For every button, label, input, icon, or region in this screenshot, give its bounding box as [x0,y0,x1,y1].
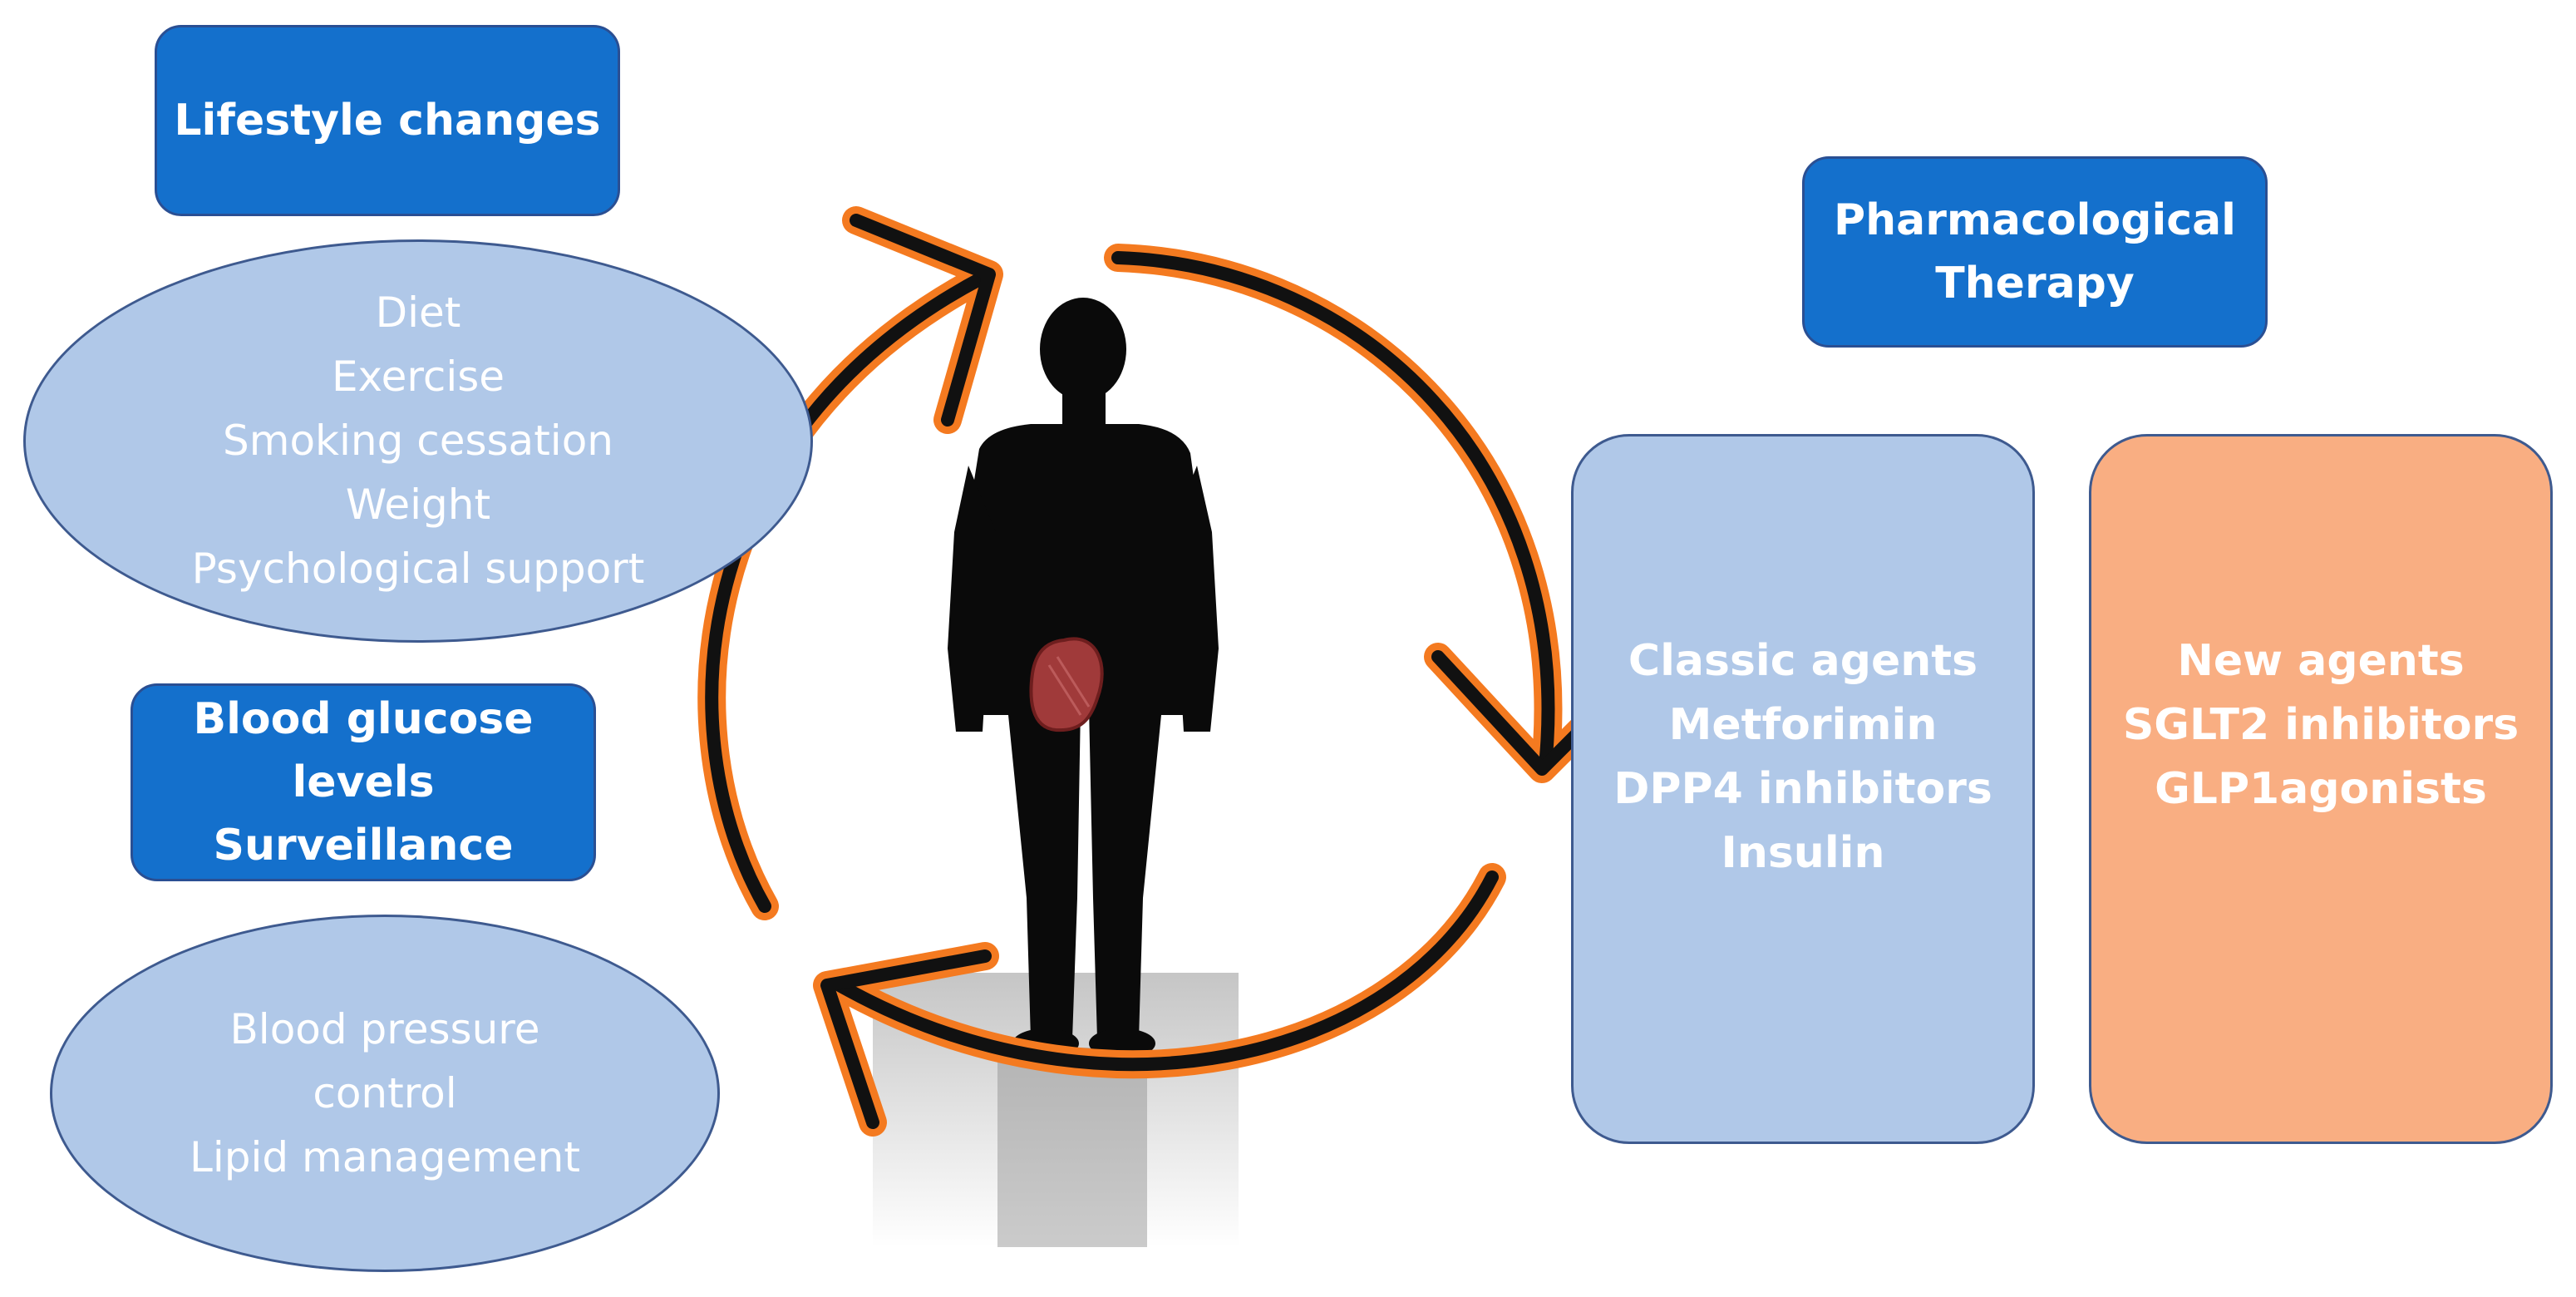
lifestyle-item: Smoking cessation [223,417,613,465]
lifestyle-items-ellipse: Diet Exercise Smoking cessation Weight P… [23,239,813,643]
blood-glucose-box: Blood glucose levels Surveillance [131,683,596,881]
pharmacological-therapy-line: Pharmacological [1833,195,2237,245]
blood-glucose-line: levels [292,757,435,807]
pharmacological-therapy-box: Pharmacological Therapy [1802,156,2268,348]
classic-agents-box: Classic agents Metforimin DPP4 inhibitor… [1571,434,2035,1144]
blood-pressure-ellipse: Blood pressure control Lipid management [50,915,720,1272]
blood-glucose-line: Blood glucose [193,694,534,744]
new-agents-box: New agents SGLT2 inhibitors GLP1agonists [2089,434,2553,1144]
blood-glucose-line: Surveillance [213,821,514,870]
blood-pressure-line: Lipid management [190,1132,580,1181]
kidney-icon [1029,637,1104,732]
classic-agents-line: DPP4 inhibitors [1613,764,1992,814]
blood-pressure-line: Blood pressure [229,1004,540,1053]
lifestyle-item: Diet [375,288,461,337]
pharmacological-therapy-line: Therapy [1935,259,2135,308]
blood-pressure-line: control [313,1068,457,1117]
lifestyle-item: Exercise [331,353,505,401]
lifestyle-item: Psychological support [191,545,645,593]
lifestyle-item: Weight [345,481,491,529]
new-agents-line: SGLT2 inhibitors [2122,700,2519,750]
new-agents-line: GLP1agonists [2155,764,2487,814]
classic-agents-line: Metforimin [1668,700,1938,750]
new-agents-line: New agents [2177,636,2465,686]
classic-agents-line: Insulin [1721,828,1885,878]
classic-agents-line: Classic agents [1628,636,1978,686]
lifestyle-changes-box: Lifestyle changes [155,25,620,216]
lifestyle-changes-title: Lifestyle changes [174,96,601,145]
person-silhouette-icon [948,298,1219,1058]
